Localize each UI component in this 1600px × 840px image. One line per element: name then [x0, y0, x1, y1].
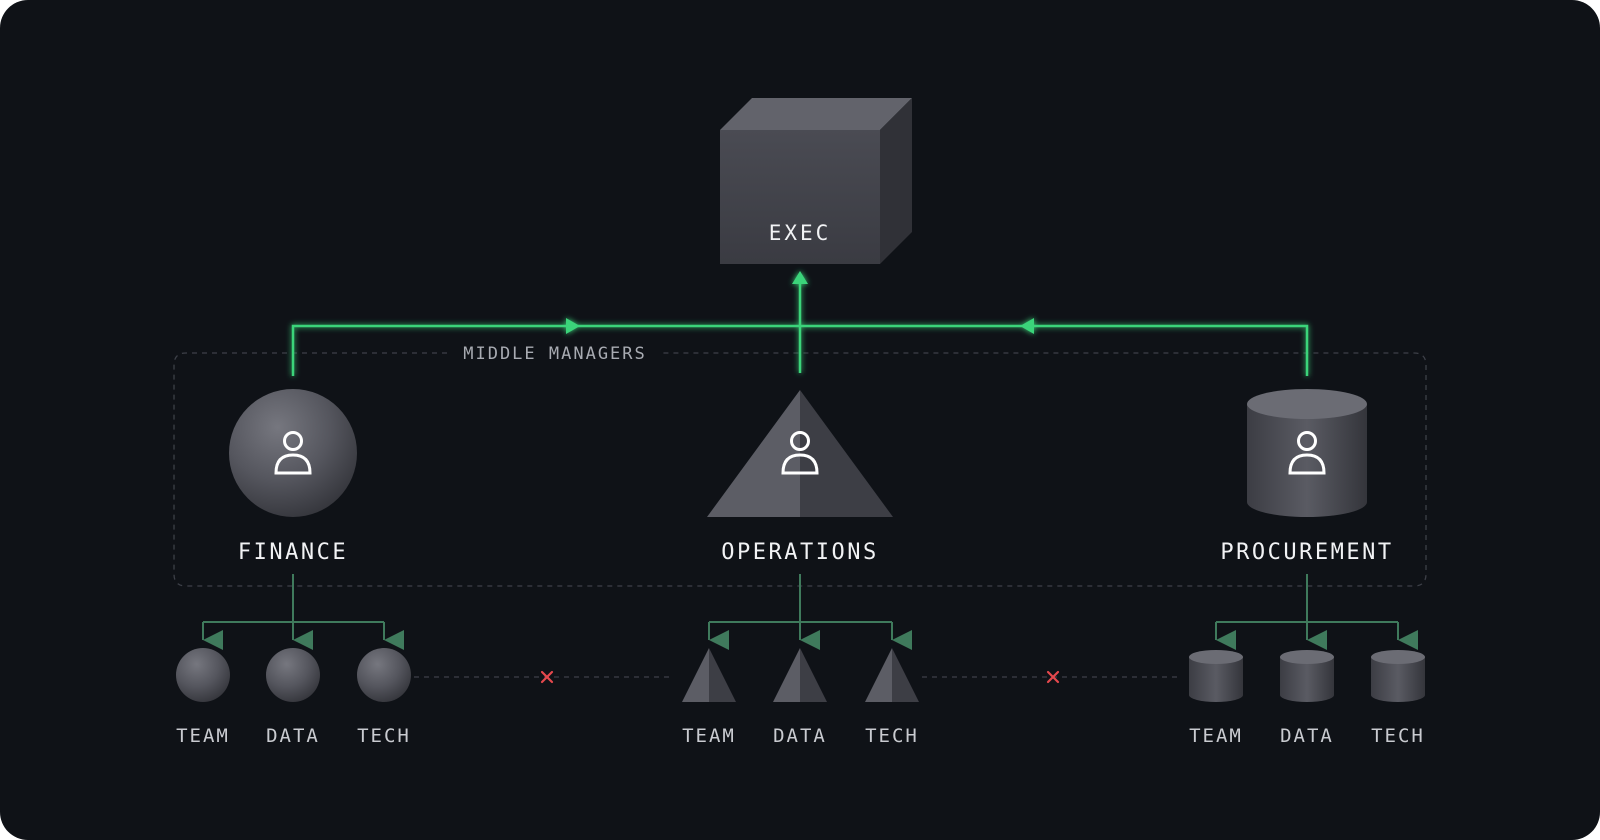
arrow-left-icon	[1020, 318, 1034, 334]
down-link-operations	[709, 574, 892, 623]
manager-procurement[interactable]: PROCUREMENT	[1220, 389, 1393, 565]
finance-units: TEAM DATA TECH	[176, 648, 411, 747]
arrow-right-icon	[566, 318, 580, 334]
unit-label: TEAM	[682, 725, 736, 747]
group-label: MIDDLE MANAGERS	[463, 344, 647, 364]
unit-operations-team[interactable]: TEAM	[682, 648, 736, 747]
unit-label: TECH	[1371, 725, 1425, 747]
unit-finance-tech[interactable]: TECH	[357, 648, 411, 747]
operations-units: TEAM DATA TECH	[682, 648, 919, 747]
up-links	[291, 271, 1309, 376]
blocked-links	[414, 670, 1180, 684]
exec-label: EXEC	[769, 221, 832, 245]
person-icon	[781, 431, 819, 475]
down-links	[202, 574, 1418, 650]
unit-procurement-data[interactable]: DATA	[1280, 650, 1334, 747]
unit-operations-tech[interactable]: TECH	[865, 648, 919, 747]
unit-label: TECH	[865, 725, 919, 747]
up-link-finance	[291, 324, 800, 376]
manager-label-procurement: PROCUREMENT	[1220, 540, 1393, 565]
cross-icon	[1046, 670, 1060, 684]
unit-label: DATA	[266, 725, 320, 747]
arrow-up-icon	[792, 271, 808, 284]
procurement-units: TEAM DATA TECH	[1189, 650, 1425, 747]
unit-label: TEAM	[176, 725, 230, 747]
manager-finance[interactable]: FINANCE	[229, 389, 357, 565]
unit-label: DATA	[773, 725, 827, 747]
down-link-finance	[203, 574, 384, 623]
unit-label: DATA	[1280, 725, 1334, 747]
person-icon	[1288, 431, 1326, 475]
person-icon	[274, 431, 312, 475]
down-link-procurement	[1216, 574, 1398, 623]
up-link-procurement	[800, 324, 1309, 376]
manager-label-operations: OPERATIONS	[721, 540, 878, 565]
unit-label: TEAM	[1189, 725, 1243, 747]
manager-label-finance: FINANCE	[238, 540, 348, 565]
unit-finance-data[interactable]: DATA	[266, 648, 320, 747]
unit-procurement-team[interactable]: TEAM	[1189, 650, 1243, 747]
manager-operations[interactable]: OPERATIONS	[707, 390, 893, 565]
cross-icon	[540, 670, 554, 684]
exec-node[interactable]: EXEC	[720, 98, 912, 264]
unit-finance-team[interactable]: TEAM	[176, 648, 230, 747]
unit-operations-data[interactable]: DATA	[773, 648, 827, 747]
unit-label: TECH	[357, 725, 411, 747]
unit-procurement-tech[interactable]: TECH	[1371, 650, 1425, 747]
